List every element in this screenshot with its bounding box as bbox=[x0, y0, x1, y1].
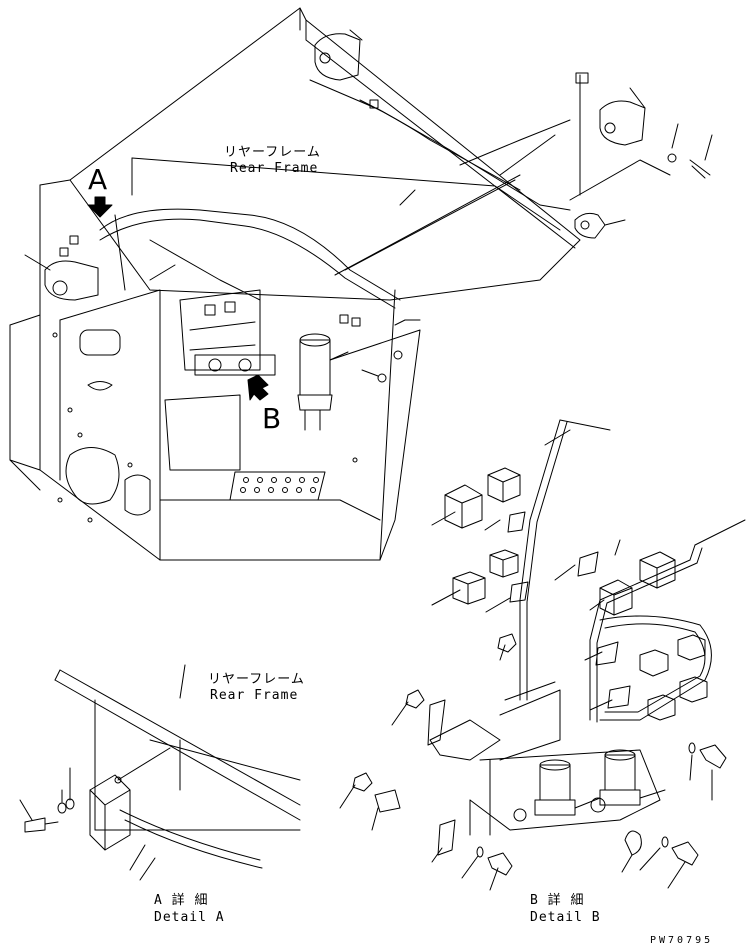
rear-frame-label-en: Rear Frame bbox=[230, 161, 319, 176]
detail-a-rear-frame-label-jp: リヤーフレーム bbox=[208, 672, 305, 687]
detail-b-title-en: Detail B bbox=[530, 910, 601, 925]
detail-a-title-en: Detail A bbox=[154, 910, 225, 925]
callout-a: A bbox=[88, 163, 108, 196]
callout-b: B bbox=[262, 402, 282, 435]
detail-a-rear-frame-label-en: Rear Frame bbox=[210, 688, 299, 703]
rear-frame-label-jp: リヤーフレーム bbox=[224, 145, 321, 160]
detail-b-title-jp: B 詳 細 bbox=[530, 893, 585, 908]
detail-a-drawing bbox=[19, 664, 301, 881]
detail-b-drawing bbox=[339, 419, 746, 891]
main-assembly bbox=[9, 7, 713, 561]
detail-a-title-jp: A 詳 細 bbox=[154, 893, 209, 908]
drawing-code: PW70795 bbox=[650, 935, 714, 946]
